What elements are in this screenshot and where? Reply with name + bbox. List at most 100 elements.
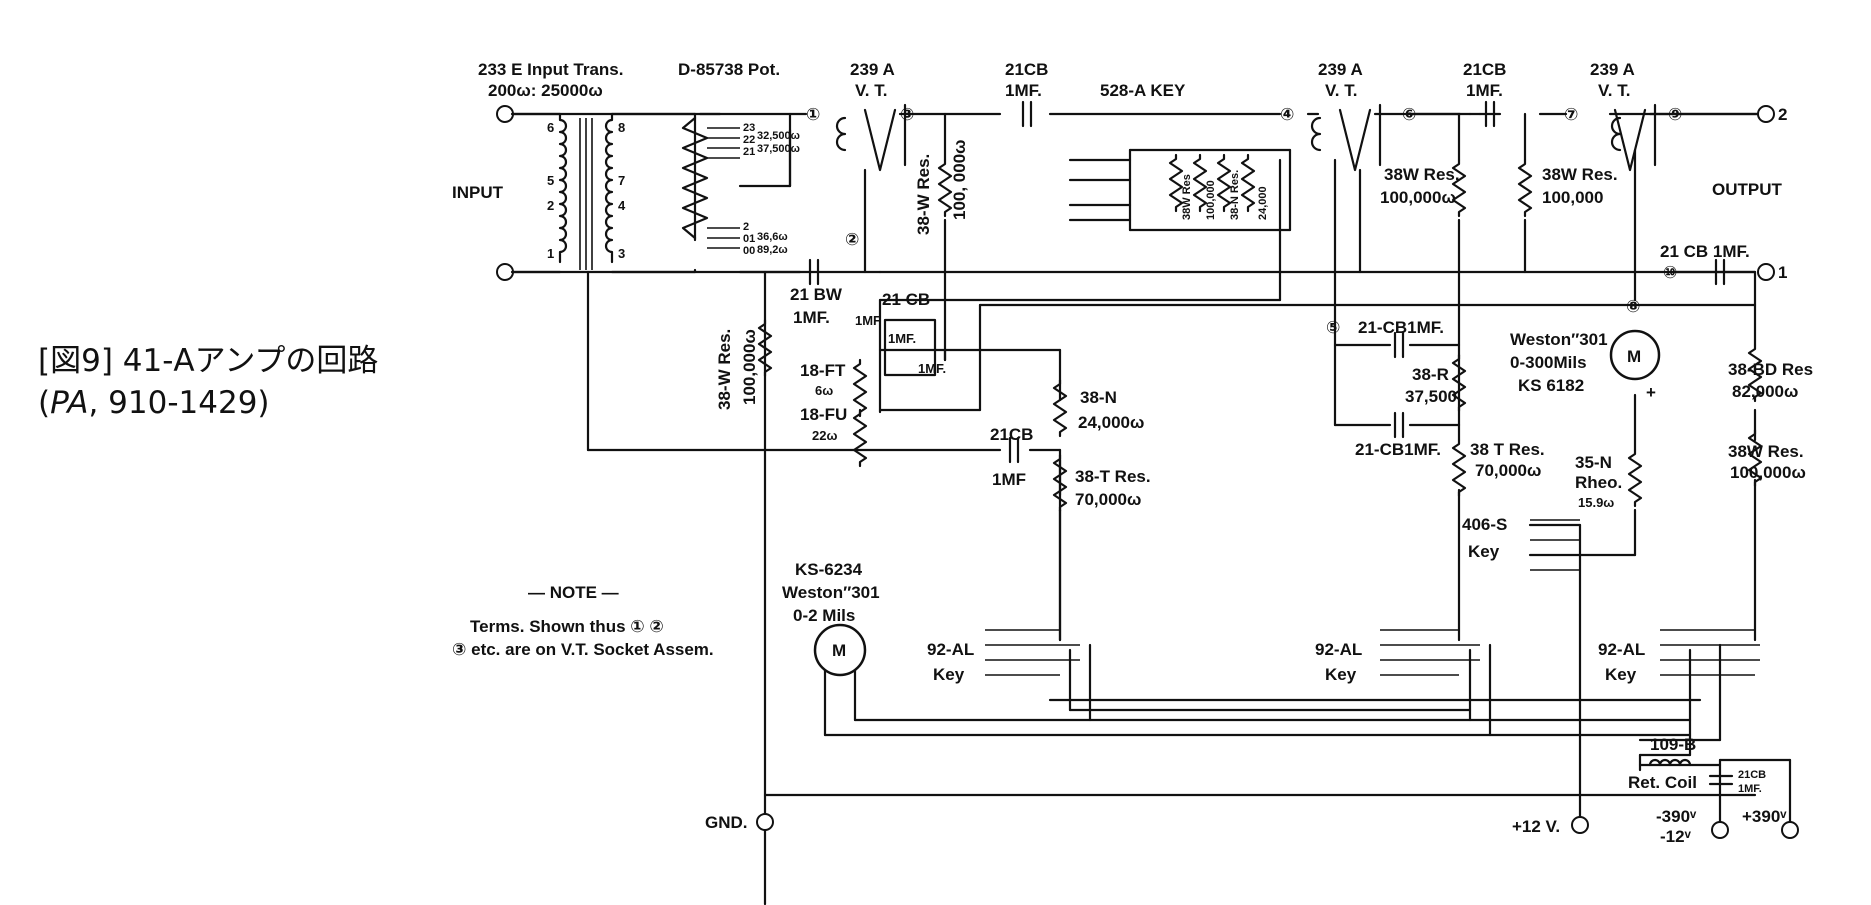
term-9: ⑨ (1668, 105, 1682, 124)
potentiometer: 23 22 21 2 01 00 32,500ω 37,500ω 36,6ω 8… (681, 116, 800, 257)
label-vt2: V. T. (1325, 81, 1357, 100)
note-title: — NOTE — (528, 583, 619, 602)
label-plus12: +12 V. (1512, 817, 1560, 836)
label-meter1-model: Weston″301 (1510, 330, 1608, 349)
label-t38b-value: 70,000ω (1475, 461, 1541, 480)
label-ft18-value: 6ω (815, 383, 833, 398)
label-cb21-g: 21CB (1738, 769, 1766, 781)
note-line-1: Terms. Shown thus ① ② (470, 617, 664, 636)
input-terminal-top (496, 105, 514, 123)
label-gnd: GND. (705, 813, 748, 832)
label-out-1: 1 (1778, 263, 1787, 282)
label-key92-2-word: Key (1325, 665, 1357, 684)
plus390-terminal (1781, 821, 1799, 839)
label-t38: 38-T Res. (1075, 467, 1151, 486)
label-res38w-b: 38W Res. (1384, 165, 1460, 184)
label-cb2-value: 1MF. (1466, 81, 1503, 100)
pot-tap-00: 00 (743, 245, 755, 257)
label-r38-value: 37,500 (1405, 387, 1457, 406)
label-res38w-a-value: 100, 000ω (950, 139, 969, 220)
xfmr-pin-5: 5 (547, 173, 554, 188)
label-pot: D-85738 Pot. (678, 60, 780, 79)
label-cb21-d: 21CB (990, 425, 1033, 444)
label-cb21-c: 21 CB (882, 290, 930, 309)
pot-tap-01: 01 (743, 233, 755, 245)
label-rheo-type: 35-N (1575, 453, 1612, 472)
label-cb21-e: 21-CB1MF. (1358, 318, 1444, 337)
label-input: INPUT (452, 183, 504, 202)
label-out-2: 2 (1778, 105, 1787, 124)
label-cb-out: 21 CB 1MF. (1660, 242, 1750, 261)
label-bw21: 21 BW (790, 285, 843, 304)
label-res38w-b-value: 100,000ω (1380, 188, 1456, 207)
term-2: ② (845, 230, 859, 249)
label-meter1-ks: KS 6182 (1518, 376, 1584, 395)
pot-tap-21: 21 (743, 146, 755, 158)
label-res38w-a: 38-W Res. (914, 154, 933, 235)
label-res38w-c-value: 100,000 (1542, 188, 1603, 207)
label-bw21-value: 1MF. (793, 308, 830, 327)
label-imf-b: 1MF. (888, 331, 916, 346)
label-key406-word: Key (1468, 542, 1500, 561)
label-cb1: 21CB (1005, 60, 1048, 79)
label-t38-value: 70,000ω (1075, 490, 1141, 509)
pot-tap-2: 2 (743, 221, 749, 233)
retardation-coil (1648, 758, 1692, 767)
term-7: ⑦ (1564, 105, 1578, 124)
xfmr-pin-6: 6 (547, 120, 554, 135)
key-528a (1068, 148, 1292, 232)
label-ft18: 18-FT (800, 361, 846, 380)
minus390-terminal (1711, 821, 1729, 839)
label-fu18-value: 22ω (812, 428, 837, 443)
label-plus390: +390ᵛ (1742, 807, 1787, 826)
pot-tap-23: 23 (743, 122, 755, 134)
output-terminal-1 (1757, 263, 1775, 281)
label-minus12: -12ᵛ (1660, 827, 1692, 846)
label-stack-2: 100,000 (1205, 180, 1217, 220)
label-key92-1: 92-AL (927, 640, 974, 659)
pot-value-4: 89,2ω (757, 244, 788, 256)
meter-weston-301-bottom: M (813, 623, 867, 677)
label-t38b: 38 T Res. (1470, 440, 1545, 459)
label-stack-1: 38W Res (1181, 174, 1193, 220)
label-vt1: V. T. (855, 81, 887, 100)
term-6: ⑥ (1402, 105, 1416, 124)
labels: 233 E Input Trans. 200ω: 25000ω D-85738 … (452, 60, 1813, 846)
term-3: ③ (900, 105, 914, 124)
caption-ref: , 910-1429) (88, 385, 270, 421)
vacuum-tube-1 (835, 103, 907, 274)
label-key92-1-word: Key (933, 665, 965, 684)
label-stack-3: 38-N Res. (1229, 170, 1241, 220)
label-vt3: V. T. (1598, 81, 1630, 100)
xfmr-pin-8: 8 (618, 120, 625, 135)
term-8: ⑧ (1626, 297, 1640, 316)
xfmr-pin-2: 2 (547, 198, 554, 213)
capacitors (808, 100, 1734, 786)
label-w38: 38W Res. (1728, 442, 1804, 461)
label-meter2-ks: KS-6234 (795, 560, 863, 579)
label-res38w-d-value: 100,000ω (740, 329, 759, 405)
label-bd38: 38-BD Res (1728, 360, 1813, 379)
term-10: ⑩ (1663, 263, 1677, 282)
term-5: ⑤ (1326, 318, 1340, 337)
label-stack-4: 24,000 (1257, 186, 1269, 220)
label-retcoil-type: 109-B (1650, 735, 1696, 754)
label-rheo-value: 15.9ω (1578, 495, 1614, 510)
meter-plus: + (1646, 383, 1656, 402)
socket-terminal-markers: ① ② ③ ④ ⑤ ⑥ ⑦ ⑧ ⑨ ⑩ (806, 105, 1682, 337)
term-4: ④ (1280, 105, 1294, 124)
vacuum-tube-3 (1610, 103, 1657, 172)
label-minus390: -390ᵛ (1656, 807, 1697, 826)
caption-title: [図9] 41-Aアンプの回路 (38, 343, 379, 379)
term-1: ① (806, 105, 820, 124)
figure-caption: [図9] 41-Aアンプの回路 (PA, 910-1429) (38, 340, 378, 424)
pot-tap-22: 22 (743, 134, 755, 146)
label-retcoil: Ret. Coil (1628, 773, 1697, 792)
label-output: OUTPUT (1712, 180, 1783, 199)
label-res38w-c: 38W Res. (1542, 165, 1618, 184)
output-terminal-2 (1757, 105, 1775, 123)
label-key406: 406-S (1462, 515, 1507, 534)
pot-value-1: 32,500ω (757, 130, 800, 142)
caption-open: ( (38, 385, 51, 421)
